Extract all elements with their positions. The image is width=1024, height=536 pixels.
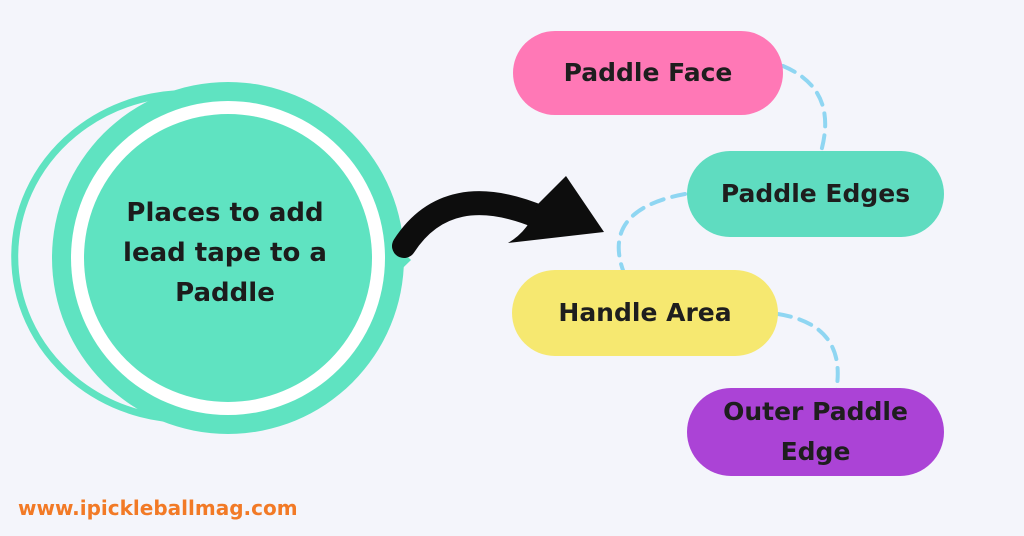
hub-outer-ring xyxy=(11,90,214,423)
connector-handle-outer xyxy=(776,312,840,394)
hub-circle xyxy=(84,114,372,402)
curved-arrow-head xyxy=(508,176,604,243)
website-url[interactable]: www.ipickleballmag.com xyxy=(18,496,298,520)
node-handle-area: Handle Area xyxy=(512,270,778,356)
node-paddle-edges: Paddle Edges xyxy=(687,151,944,237)
hub-label: Places to add lead tape to a Paddle xyxy=(96,193,354,313)
hub-label-line: lead tape to a xyxy=(123,238,327,268)
curved-arrow-shaft xyxy=(392,191,554,258)
node-outer-paddle-edge: Outer Paddle Edge xyxy=(687,388,944,476)
hub-label-line: Paddle xyxy=(175,278,275,308)
connector-face-edges xyxy=(781,64,828,157)
node-paddle-face: Paddle Face xyxy=(513,31,783,115)
hub-label-line: Places to add xyxy=(126,198,324,228)
connector-edges-handle xyxy=(616,192,687,275)
